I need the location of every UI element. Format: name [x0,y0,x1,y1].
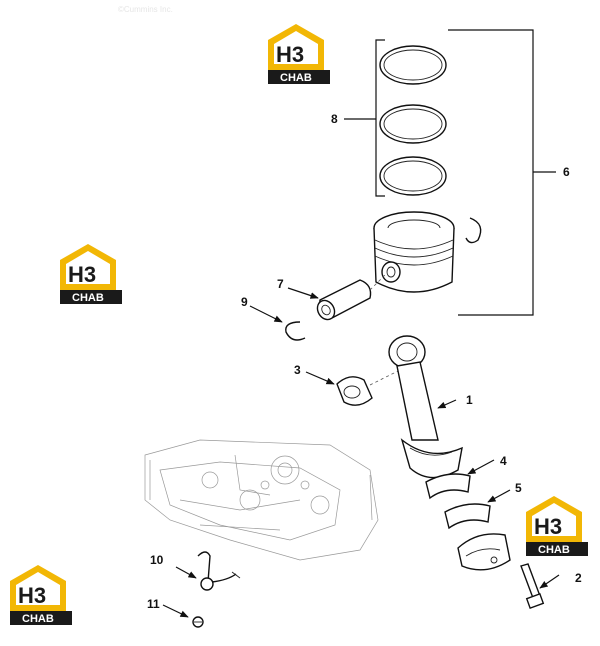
watermark-logo-top: H3 CHAB [268,24,330,84]
piston-rings [379,45,447,196]
rod-cap [457,533,511,571]
callout-2: 2 [575,571,582,585]
callout-10: 10 [150,553,164,567]
watermark-logo-left: H3 CHAB [60,244,122,304]
callout-1: 1 [466,393,473,407]
callout-3: 3 [294,363,301,377]
svg-text:CHAB: CHAB [538,544,570,556]
callout-6: 6 [563,165,570,179]
connecting-rod [388,335,463,479]
callout-4: 4 [500,454,507,468]
bearing-shells [425,473,491,530]
snap-ring [285,321,306,341]
callout-11: 11 [147,597,160,611]
retaining-ring-right [465,217,482,244]
mounting-screw [192,616,204,628]
svg-text:CHAB: CHAB [72,292,104,304]
piston-assembly-bracket [448,29,534,316]
callout-5: 5 [515,481,522,495]
engine-block-sketch [144,439,379,561]
svg-text:CHAB: CHAB [22,613,54,625]
svg-text:CHAB: CHAB [280,72,312,84]
piston [373,211,455,293]
ring-set-bracket [375,39,385,197]
watermark-logo-bottom-left: H3 CHAB [10,565,72,625]
source-caption: ©Cummins Inc. [118,5,173,14]
svg-text:H3: H3 [18,583,46,608]
svg-text:H3: H3 [68,262,96,287]
callout-8: 8 [331,112,338,126]
callout-9: 9 [241,295,248,309]
watermark-logo-right: H3 CHAB [526,496,588,556]
piston-pin [316,279,372,321]
pin-bushing [336,376,373,406]
callout-7: 7 [277,277,284,291]
svg-text:H3: H3 [534,514,562,539]
rod-bolt [520,563,545,609]
svg-text:H3: H3 [276,42,304,67]
piston-cooling-nozzle [197,551,241,591]
